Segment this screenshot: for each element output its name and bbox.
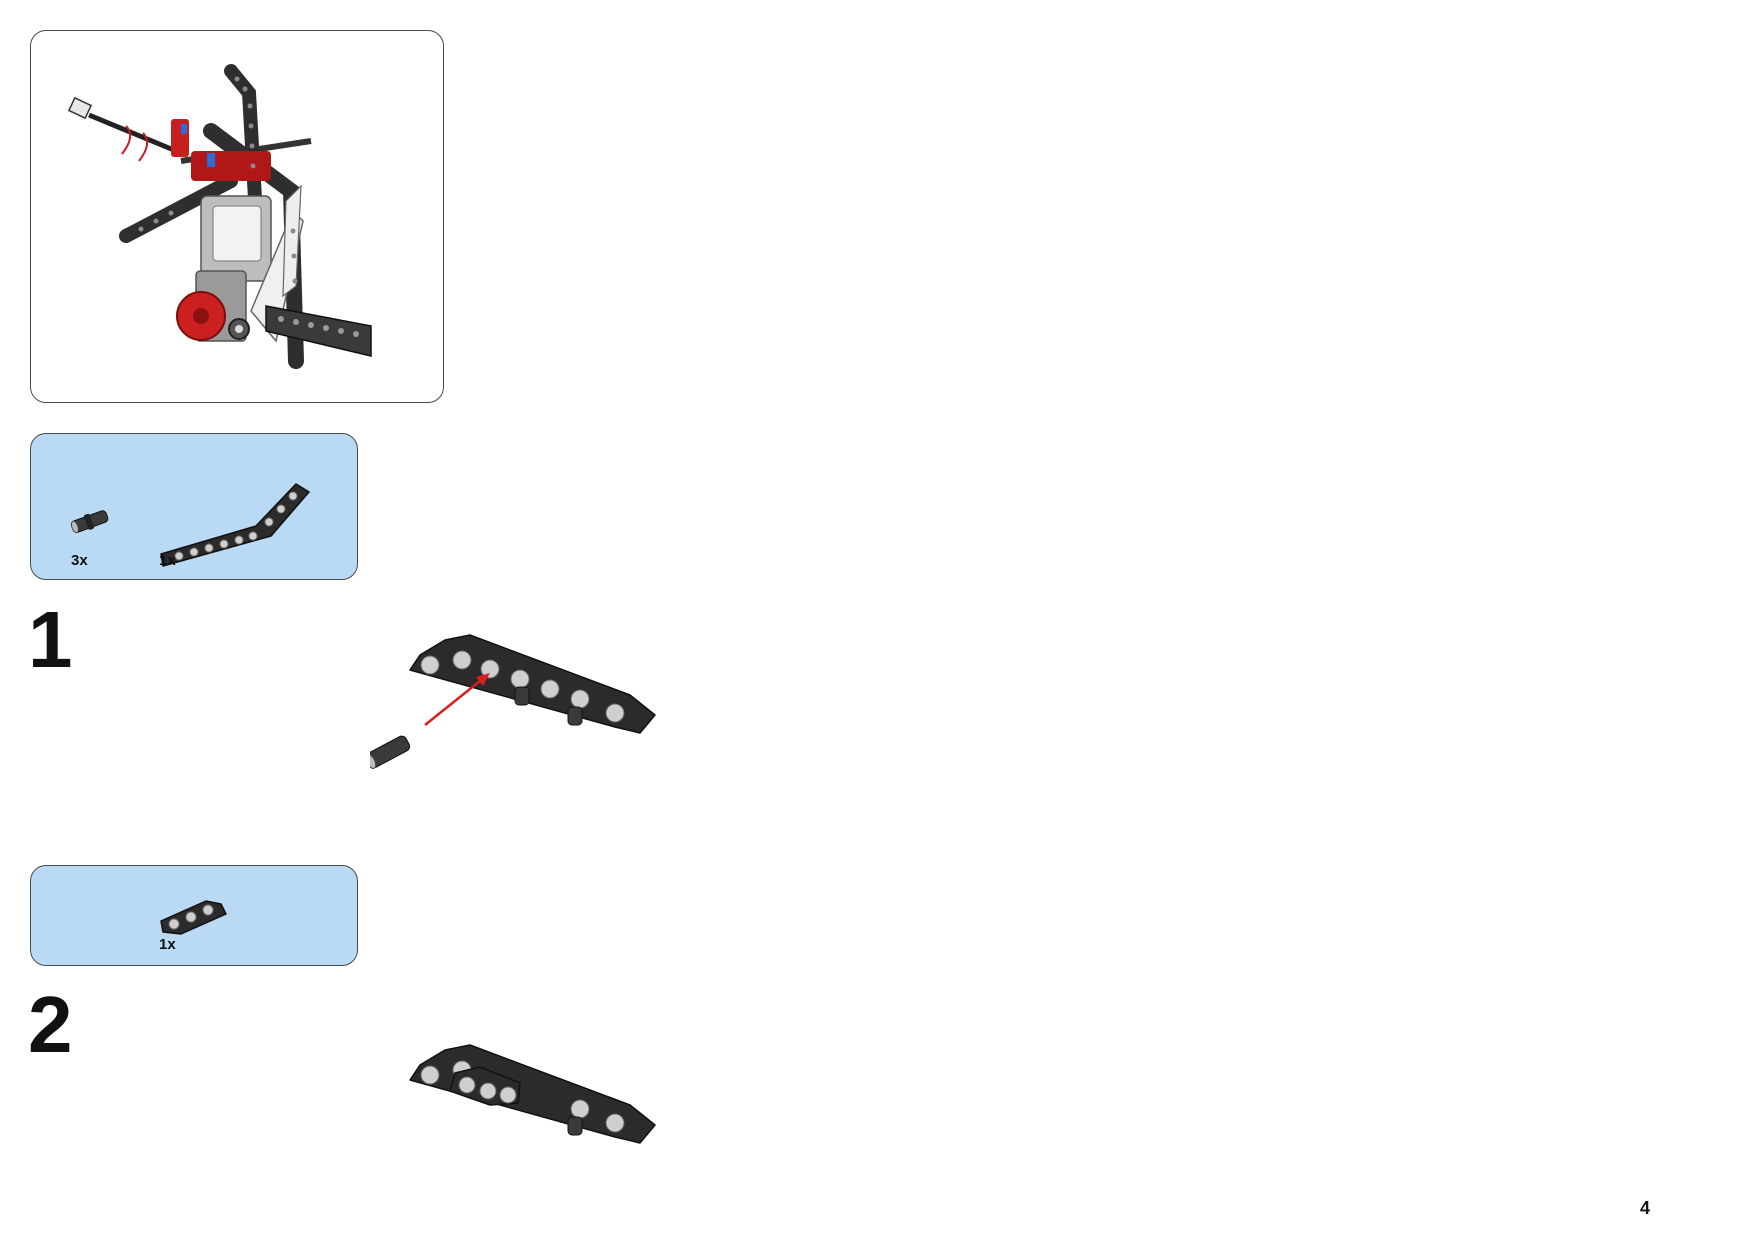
part-quantity: 1x [159, 936, 176, 953]
step-2-assembly-illustration [409, 1044, 656, 1144]
short-beam-icon [160, 900, 227, 935]
parts-list-step-2: 1x [30, 865, 358, 966]
axle-pin-icon [70, 510, 109, 534]
page-number: 4 [1640, 1198, 1651, 1218]
part-quantity: 3x [71, 552, 88, 569]
model-overview-panel [30, 30, 444, 403]
robot-model-illustration [67, 64, 372, 369]
part-quantity: 1x [159, 552, 176, 569]
bent-beam-icon [160, 483, 310, 567]
step-1-assembly-illustration [370, 634, 656, 769]
parts-list-step-1: 3x 1x [30, 433, 358, 580]
step-number: 1 [28, 595, 72, 684]
step-number: 2 [28, 980, 72, 1069]
